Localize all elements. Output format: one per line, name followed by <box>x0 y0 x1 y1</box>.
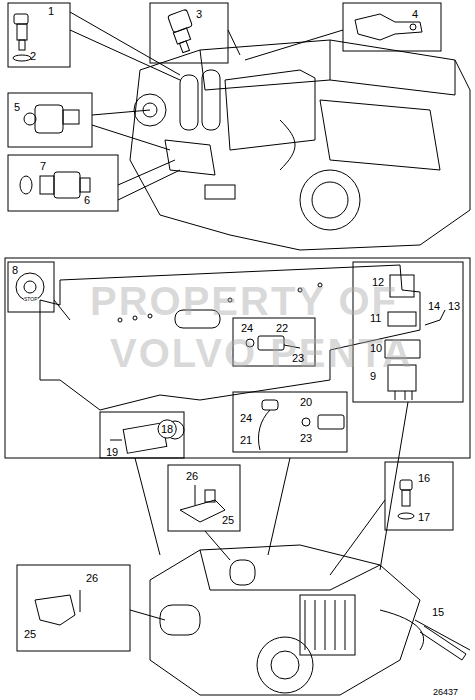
callout-number: 13 <box>448 300 460 312</box>
callout-number: 22 <box>276 322 288 334</box>
callout-number: 10 <box>370 342 382 354</box>
callout-number: 1 <box>48 5 54 17</box>
callout-number: 2 <box>30 50 36 62</box>
callout-number: 17 <box>418 511 430 523</box>
callout-number: 7 <box>40 160 46 172</box>
callout-number: 18 <box>161 423 173 435</box>
drawing-code: 26437 <box>433 686 458 698</box>
callout-number: 5 <box>14 101 20 113</box>
callout-number: 9 <box>370 370 376 382</box>
callout-number: 25 <box>222 514 234 526</box>
callout-number: 20 <box>300 396 312 408</box>
engine-bottom <box>150 545 470 695</box>
callout-number: 3 <box>196 8 202 20</box>
callout-number: 8 <box>12 264 18 276</box>
callout-number: 21 <box>240 434 252 446</box>
callout-number: 12 <box>372 276 384 288</box>
callout-number: 14 <box>428 300 440 312</box>
bracket-frame <box>5 258 470 570</box>
callout-number: 15 <box>432 606 444 618</box>
knob-text: STOP <box>24 296 38 302</box>
engine-top <box>130 40 470 250</box>
callout-number: 16 <box>418 472 430 484</box>
callout-number: 24 <box>240 412 252 424</box>
callout-number: 4 <box>412 8 418 20</box>
callout-number: 26 <box>86 572 98 584</box>
callout-number: 26 <box>186 470 198 482</box>
callout-number: 19 <box>106 446 118 458</box>
inset-frames <box>8 3 441 211</box>
callout-circle <box>158 420 176 438</box>
callout-number: 6 <box>84 194 90 206</box>
watermark: VOLVO PENTA <box>110 332 413 374</box>
callout-number: 25 <box>24 628 36 640</box>
callout-number: 11 <box>370 312 381 324</box>
watermark: PROPERTY OF <box>90 280 398 322</box>
callout-number: 23 <box>300 432 312 444</box>
lower-insets <box>17 462 453 651</box>
leader-lines <box>70 12 343 200</box>
callout-number: 23 <box>292 352 304 364</box>
callout-number: 24 <box>241 322 253 334</box>
